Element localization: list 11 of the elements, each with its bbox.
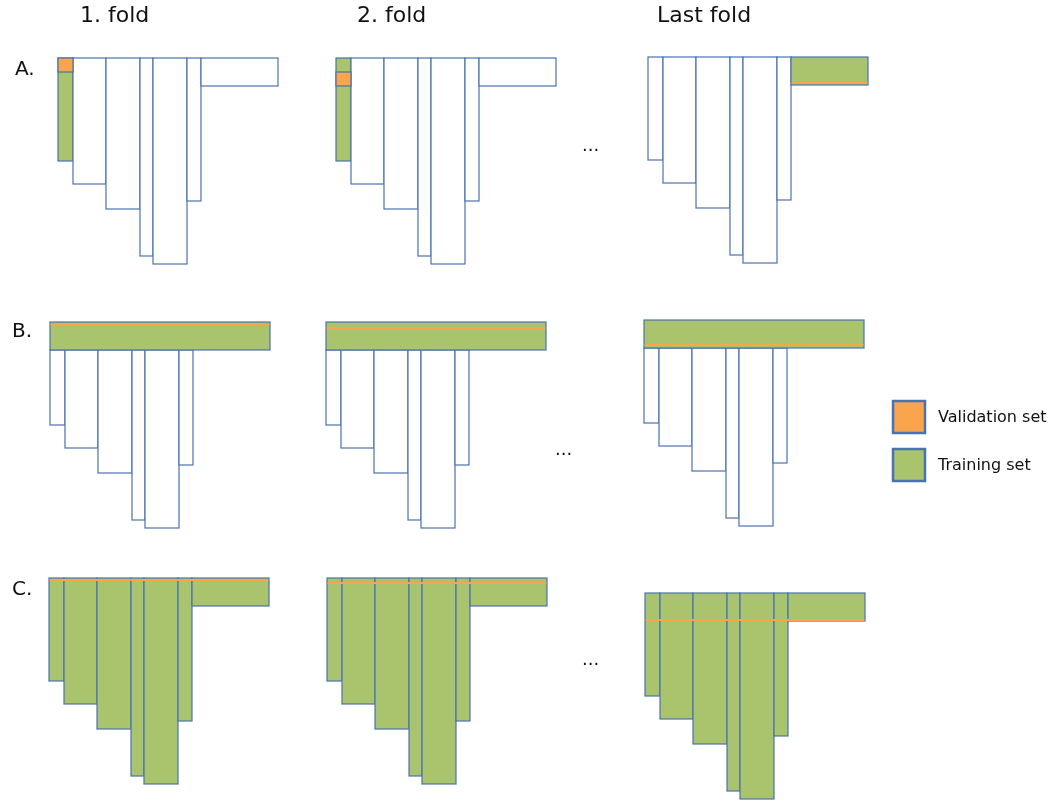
- ellipsis: ...: [582, 648, 600, 669]
- column-heading: Last fold: [657, 2, 752, 27]
- row-label: C.: [12, 576, 33, 600]
- ellipsis: ...: [582, 134, 600, 155]
- column-heading: 1. fold: [80, 2, 150, 27]
- legend-label: Validation set: [938, 407, 1047, 426]
- ellipsis: ...: [555, 438, 573, 459]
- row-label: A.: [15, 56, 35, 80]
- column-heading: 2. fold: [357, 2, 427, 27]
- row-label: B.: [12, 318, 33, 342]
- legend-label: Training set: [938, 455, 1031, 474]
